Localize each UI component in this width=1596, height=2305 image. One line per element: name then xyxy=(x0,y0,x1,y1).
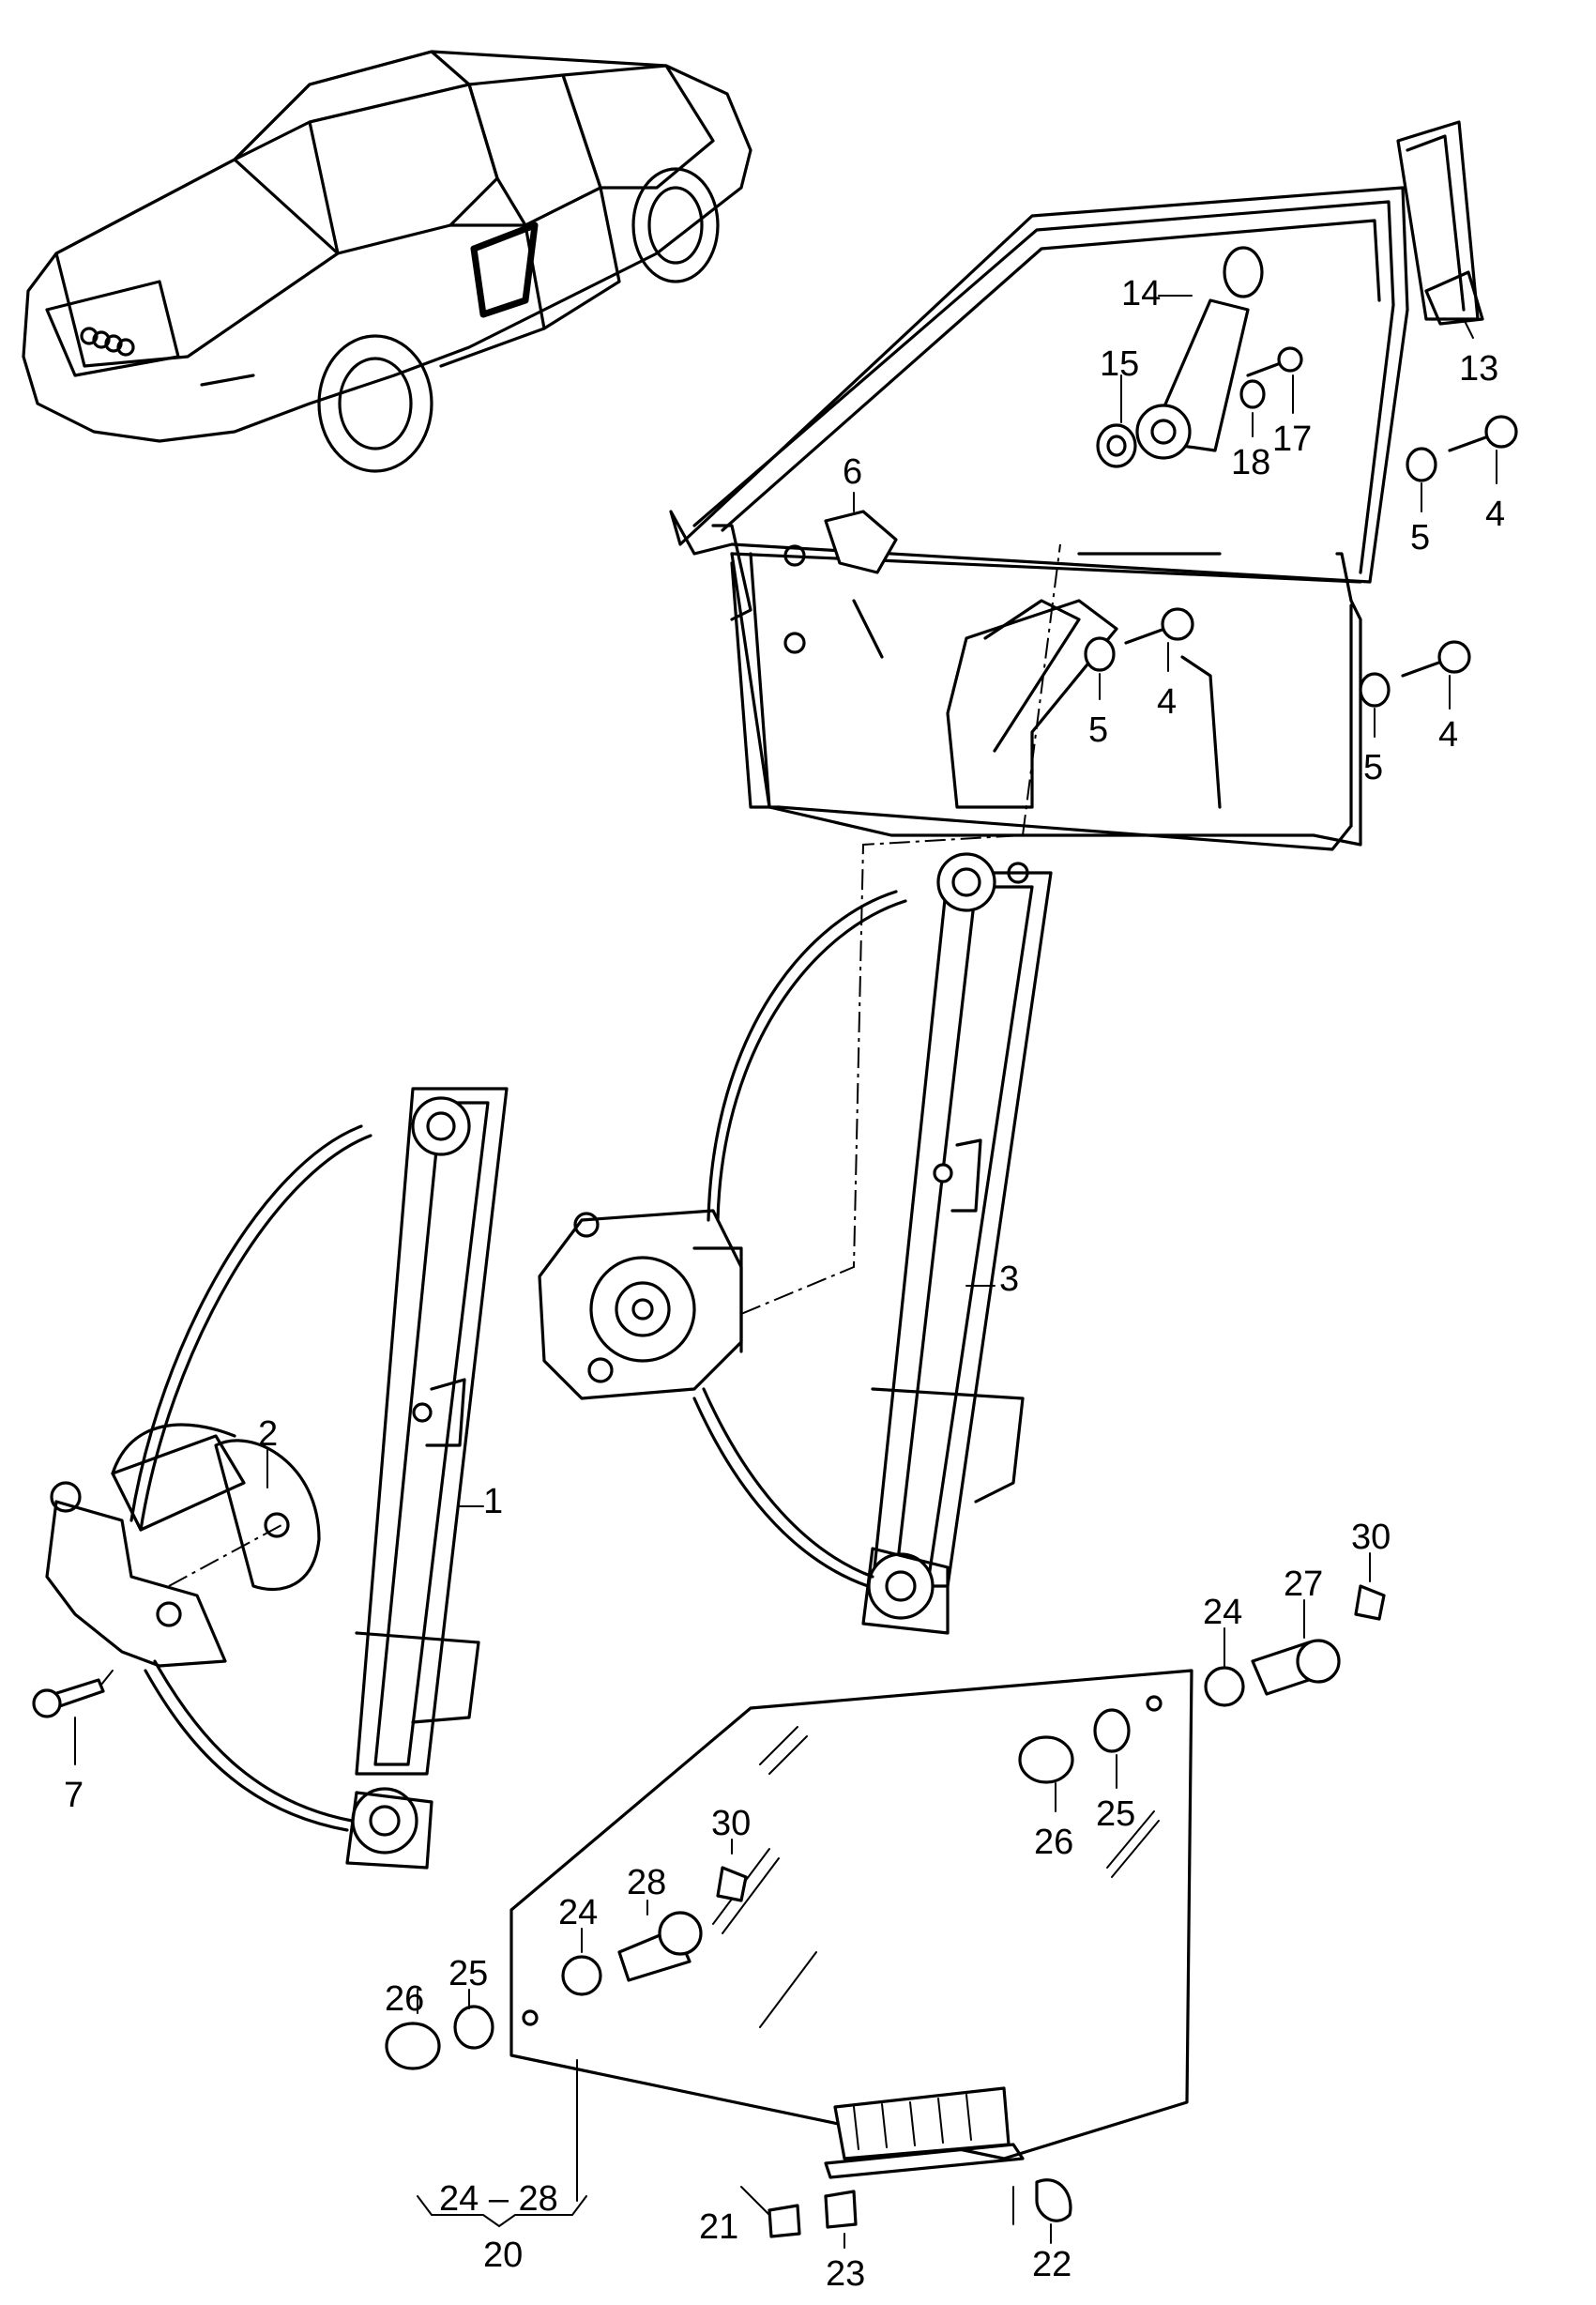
car-illustration xyxy=(22,50,752,473)
callout-30-right: 30 xyxy=(1351,1518,1391,1557)
callout-18: 18 xyxy=(1231,443,1270,482)
callout-26-right: 26 xyxy=(1034,1823,1073,1862)
callout-2: 2 xyxy=(258,1414,278,1454)
callout-14: 14 xyxy=(1121,274,1161,313)
callout-4-lower: 4 xyxy=(1438,715,1458,755)
callout-labels: 1 2 3 4 4 4 5 5 5 6 7 13 14 15 17 18 20 … xyxy=(64,274,1505,2294)
callout-3: 3 xyxy=(999,1259,1019,1299)
callout-25-right: 25 xyxy=(1096,1794,1135,1834)
callout-23: 23 xyxy=(826,2254,865,2294)
callout-30-left: 30 xyxy=(711,1804,751,1843)
window-regulator-left xyxy=(32,1087,509,1870)
window-regulator-center xyxy=(538,543,1061,1635)
callout-range-24-28: 24 – 28 xyxy=(439,2179,558,2219)
callout-22: 22 xyxy=(1032,2245,1072,2284)
callout-1: 1 xyxy=(483,1482,503,1521)
callout-4-middle: 4 xyxy=(1157,682,1177,722)
callout-5-upper: 5 xyxy=(1410,518,1430,557)
door-frame xyxy=(669,120,1480,851)
leader-lines xyxy=(74,295,1497,2249)
callout-6: 6 xyxy=(843,452,862,492)
callout-21: 21 xyxy=(699,2207,738,2247)
callout-7: 7 xyxy=(64,1776,84,1815)
callout-26-left: 26 xyxy=(385,1979,424,2019)
callout-25-left: 25 xyxy=(448,1954,488,1993)
callout-4-upper: 4 xyxy=(1485,495,1505,534)
callout-27: 27 xyxy=(1284,1565,1323,1604)
door-glass xyxy=(509,1669,1193,2179)
callout-24-left: 24 xyxy=(558,1893,598,1932)
callout-5-lower: 5 xyxy=(1363,748,1383,787)
small-parts xyxy=(385,246,1518,2238)
callout-15: 15 xyxy=(1100,344,1139,384)
callout-24-right: 24 xyxy=(1203,1593,1242,1632)
callout-5-middle: 5 xyxy=(1088,710,1108,750)
callout-17: 17 xyxy=(1272,420,1312,459)
callout-13: 13 xyxy=(1459,349,1498,389)
callout-28: 28 xyxy=(627,1863,666,1902)
callout-20: 20 xyxy=(483,2236,523,2275)
